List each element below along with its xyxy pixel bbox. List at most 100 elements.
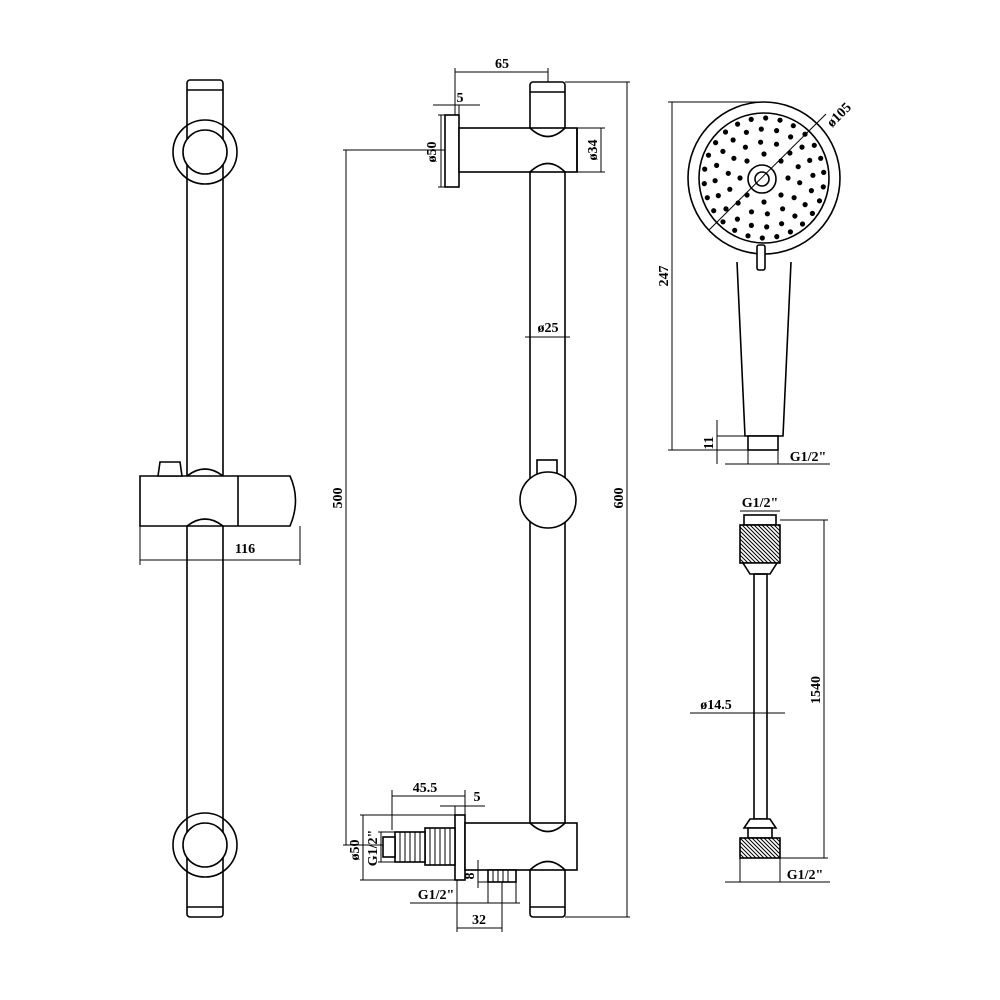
dim-clamp-width: 116 <box>139 526 301 565</box>
nozzle-dot <box>764 211 771 217</box>
knurl-bottom <box>739 837 781 859</box>
nozzle-dot <box>735 200 741 206</box>
nozzle-dot <box>795 164 801 170</box>
nozzle-dot <box>797 180 803 186</box>
dim-5-top: 5 <box>433 91 480 115</box>
nozzle-dot <box>764 224 770 230</box>
nozzle-dot <box>791 195 797 201</box>
dim-5-bottom: 5 <box>440 790 485 815</box>
knurl-line <box>761 524 781 544</box>
nozzle-dot <box>816 198 823 204</box>
dim-50-bottom: ø50 <box>348 814 455 881</box>
nozzle-dot <box>701 181 707 187</box>
nozzle-dot <box>787 229 794 235</box>
dim-14-5-label: ø14.5 <box>700 698 732 713</box>
knurl-line <box>741 524 781 564</box>
nozzle-dot <box>777 117 783 123</box>
knurl-line <box>755 837 777 859</box>
top-wall-bracket-front <box>172 119 238 185</box>
dim-50-bottom-label: ø50 <box>348 840 363 861</box>
nozzle-dot <box>704 195 710 201</box>
knurl-line <box>739 849 749 859</box>
nozzle-dot <box>720 219 726 225</box>
dim-1540: 1540 <box>780 519 828 859</box>
nozzle-dot <box>808 188 815 194</box>
nozzle-dot <box>780 206 786 212</box>
dim-50-top: ø50 <box>425 114 445 188</box>
dim-5-top-label: 5 <box>457 91 464 106</box>
nozzle-dot <box>761 151 767 157</box>
nozzle-dot <box>748 209 755 215</box>
dim-g12-outlet: G1/2" <box>410 882 520 904</box>
nozzle-dot <box>744 158 750 164</box>
nozzle-dot <box>785 175 791 181</box>
knurl-line <box>739 534 769 564</box>
dim-500-label: 500 <box>331 488 346 509</box>
nozzle-dot <box>818 155 824 161</box>
dim-500: 500 <box>331 149 445 846</box>
nozzle-dot <box>744 192 750 198</box>
dim-g12-hose-top-label: G1/2" <box>742 496 779 511</box>
nozzle-dot <box>735 121 741 127</box>
nozzle-dot <box>811 142 817 148</box>
nozzle-dot <box>712 178 718 184</box>
knurl-line <box>747 837 769 859</box>
nozzle-dot <box>732 227 738 233</box>
knurl-line <box>763 837 781 855</box>
nozzle-dot <box>820 184 826 190</box>
knurl-line <box>739 853 745 859</box>
knurl-line <box>765 524 781 540</box>
top-bracket-side <box>444 114 578 188</box>
dim-25-label: ø25 <box>538 321 559 336</box>
knurl-line <box>745 524 781 560</box>
knurl-line <box>739 550 753 564</box>
nozzle-dot <box>788 134 794 140</box>
dim-247-label: 247 <box>657 266 672 287</box>
nozzle-dot <box>809 210 816 216</box>
dim-g12-hose-bottom-label: G1/2" <box>787 868 824 883</box>
nozzle-dot <box>774 128 780 134</box>
dim-g12-outlet-label: G1/2" <box>418 888 455 903</box>
nozzle-dot <box>799 221 806 227</box>
nozzle-dot <box>779 221 785 227</box>
knurl-line <box>769 524 781 536</box>
knurl-top <box>739 524 781 564</box>
hose-top-collar <box>743 514 777 526</box>
nozzle-dot <box>748 222 755 228</box>
knurl-line <box>739 542 761 564</box>
nozzle-dot <box>727 186 733 192</box>
dim-g12-hose-top: G1/2" <box>740 496 780 512</box>
nozzle-dot <box>734 216 741 222</box>
hand-shower <box>687 101 841 451</box>
dim-g12-inlet: G1/2" <box>366 830 395 866</box>
nozzle-dot <box>802 202 808 208</box>
knurl-line <box>739 546 757 564</box>
dim-50-top-label: ø50 <box>425 142 440 163</box>
knurl-line <box>757 524 781 548</box>
slider-clamp-side <box>519 459 577 529</box>
nozzle-dot <box>743 129 750 135</box>
nozzle-dot <box>722 129 729 135</box>
knurl-line <box>773 524 781 532</box>
knurl-line <box>777 524 781 528</box>
knurl-line <box>739 526 777 564</box>
dim-600: 600 <box>565 81 630 918</box>
nozzle-dot <box>763 115 769 121</box>
nozzle-dot <box>725 170 731 176</box>
nozzle-dot <box>758 139 764 145</box>
knurl-line <box>739 538 765 564</box>
dim-34-label: ø34 <box>586 140 601 161</box>
hose-tube <box>753 573 768 820</box>
dim-1540-label: 1540 <box>809 676 824 704</box>
dim-32-label: 32 <box>472 913 486 928</box>
outlet-elbow-side <box>382 814 578 883</box>
spray-nozzles <box>701 115 827 241</box>
bottom-wall-bracket-front <box>172 812 238 878</box>
nozzle-dot <box>799 144 805 150</box>
knurl-line <box>767 837 781 851</box>
knurl-line <box>739 554 749 564</box>
nozzle-dot <box>761 199 767 205</box>
knurl-line <box>749 524 781 556</box>
